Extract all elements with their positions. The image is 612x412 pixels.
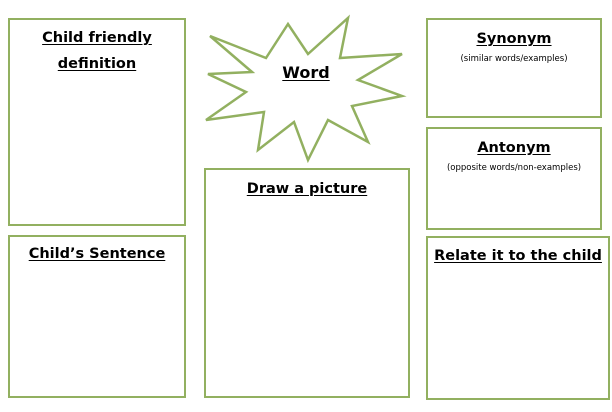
starburst-shape xyxy=(205,14,407,164)
sentence-title: Child’s Sentence xyxy=(28,246,166,262)
definition-title-line1: Child friendly xyxy=(42,30,152,46)
relate-box: Relate it to the child xyxy=(426,236,610,400)
definition-box: Child friendly definition xyxy=(8,18,186,226)
sentence-box: Child’s Sentence xyxy=(8,235,186,398)
synonym-subtitle: (similar words/examples) xyxy=(460,54,568,64)
antonym-subtitle: (opposite words/non-examples) xyxy=(446,163,582,173)
synonym-box: Synonym (similar words/examples) xyxy=(426,18,602,118)
definition-title-line2: definition xyxy=(57,56,137,72)
word-label: Word xyxy=(282,63,330,82)
synonym-title: Synonym xyxy=(476,31,552,47)
antonym-title: Antonym xyxy=(477,140,551,156)
word-starburst xyxy=(205,14,407,164)
antonym-box: Antonym (opposite words/non-examples) xyxy=(426,127,602,230)
picture-box: Draw a picture xyxy=(204,168,410,398)
relate-title: Relate it to the child xyxy=(434,248,602,264)
picture-title: Draw a picture xyxy=(246,181,368,197)
